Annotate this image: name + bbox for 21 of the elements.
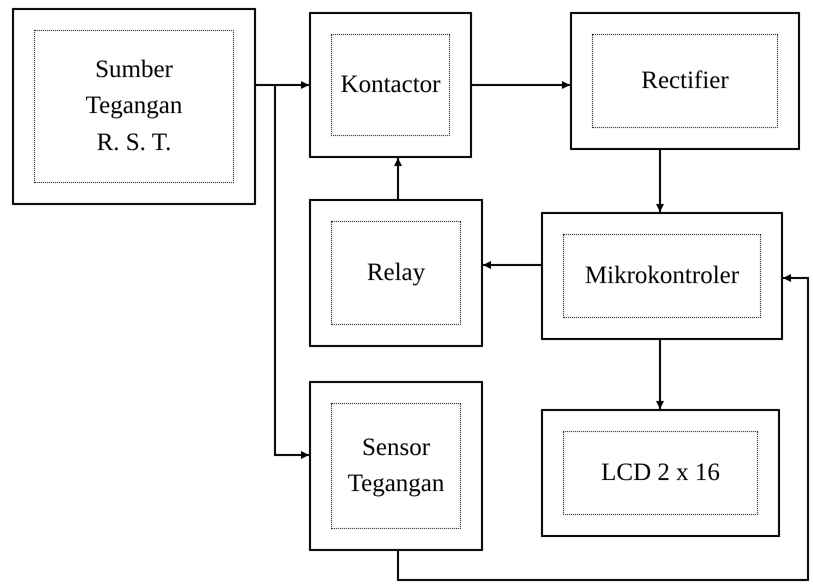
arrow [656,340,664,409]
block-label: Mikrokontroler [584,260,740,291]
block-label: Kontactor [340,70,442,100]
block-box [570,12,800,150]
block-box [309,199,483,347]
block-label: Sumber Tegangan R. S. T. [84,55,184,158]
arrow [472,81,570,89]
block-box [309,12,472,158]
arrow [256,84,309,459]
arrow [397,274,809,581]
arrow [394,158,402,199]
block-box [309,381,483,551]
block-label: LCD 2 x 16 [600,458,721,488]
block-box [541,212,783,340]
arrow [656,150,664,212]
block-label: Relay [366,258,426,288]
block-box [541,409,780,537]
block-label: Sensor Tegangan [346,432,446,499]
block-label: Rectifier [640,66,730,96]
block-box [12,8,256,205]
arrow [483,261,541,269]
